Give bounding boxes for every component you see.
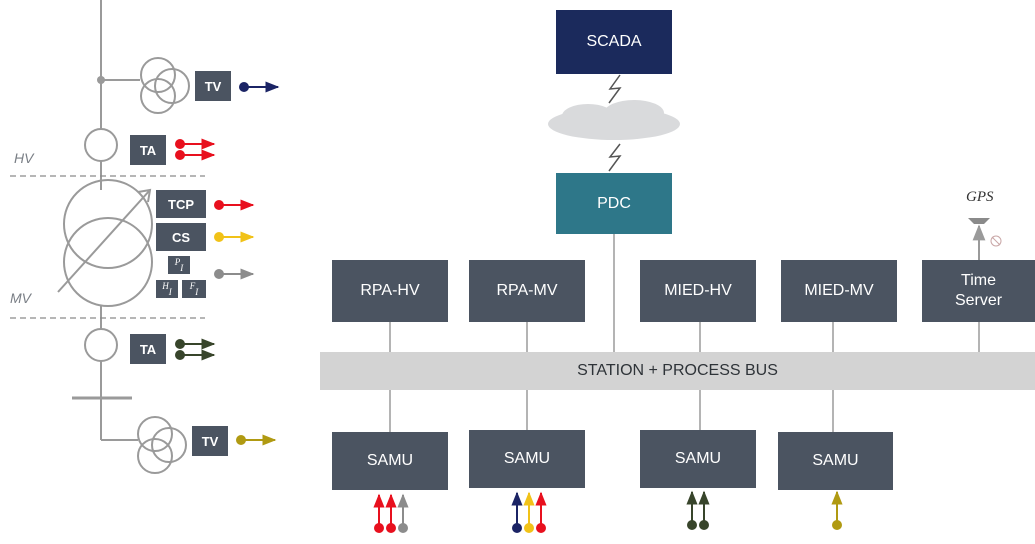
samu-box-3: SAMU	[640, 430, 756, 488]
samu-box-4: SAMU	[778, 432, 893, 490]
time-server-box: Time Server	[922, 260, 1035, 322]
samu-box-2: SAMU	[469, 430, 585, 488]
samu-input-arrows	[373, 490, 843, 533]
mv-label: MV	[10, 290, 31, 306]
scada-box: SCADA	[556, 10, 672, 74]
rpa-hv-box: RPA-HV	[332, 260, 448, 322]
h-i-text: H	[162, 281, 169, 291]
network-connections	[389, 224, 986, 432]
tv-top-box: TV	[195, 71, 231, 101]
cs-box: CS	[156, 223, 206, 251]
gps-label: GPS	[966, 189, 994, 205]
f-i-sub: I	[195, 287, 199, 297]
p-i-sub: I	[180, 263, 184, 273]
pdc-box: PDC	[556, 173, 672, 234]
wireless-link-icon	[608, 74, 622, 172]
cloud-icon	[548, 100, 680, 140]
ta-top-box: TA	[130, 135, 166, 165]
samu-box-1: SAMU	[332, 432, 448, 490]
single-line-diagram	[57, 0, 190, 474]
ta-bottom-box: TA	[130, 334, 166, 364]
signal-arrows-left	[175, 81, 280, 446]
p-i-text: P	[174, 257, 181, 267]
station-process-bus: STATION + PROCESS BUS	[320, 352, 1035, 390]
gps-antenna-icon	[968, 218, 1002, 247]
rpa-mv-box: RPA-MV	[469, 260, 585, 322]
hv-label: HV	[14, 150, 34, 166]
tv-bottom-box: TV	[192, 426, 228, 456]
mied-mv-box: MIED-MV	[781, 260, 897, 322]
tcp-box: TCP	[156, 190, 206, 218]
mied-hv-box: MIED-HV	[640, 260, 756, 322]
h-i-sub: I	[168, 287, 172, 297]
f-i-text: F	[189, 281, 196, 291]
